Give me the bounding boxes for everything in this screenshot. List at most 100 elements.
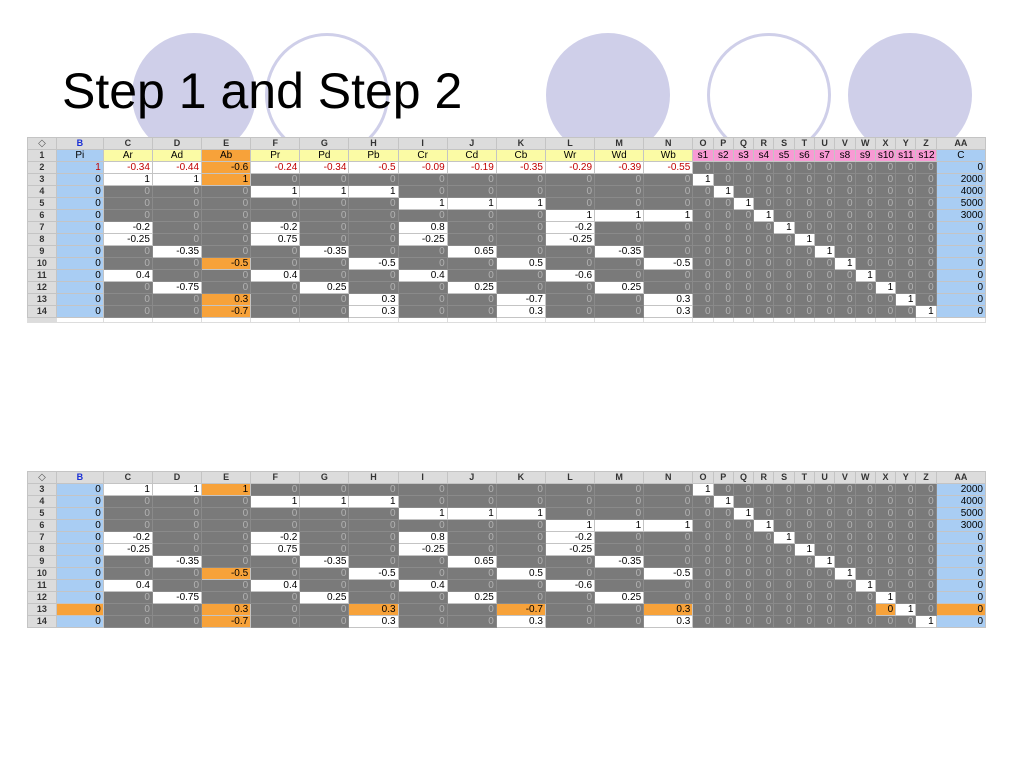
row-header[interactable]: 9 [27, 245, 57, 258]
cell-l12[interactable]: 0 [544, 591, 596, 604]
column-header-w[interactable]: W [854, 471, 876, 484]
cell-h4[interactable]: 1 [348, 185, 399, 198]
cell-p8[interactable]: 0 [712, 543, 734, 556]
cell-l4[interactable]: 0 [544, 495, 596, 508]
cell-f12[interactable]: 0 [250, 281, 301, 294]
cell-w7[interactable]: 0 [854, 531, 876, 544]
cell-o7[interactable]: 0 [692, 221, 714, 234]
cell-w8[interactable]: 0 [854, 233, 876, 246]
cell-k7[interactable]: 0 [495, 531, 546, 544]
cell-q12[interactable]: 0 [732, 591, 755, 604]
cell-w13[interactable]: 0 [854, 293, 876, 306]
column-header-u[interactable]: U [813, 137, 836, 150]
cell-r14[interactable]: 0 [753, 305, 775, 318]
cell-l12[interactable]: 0 [544, 281, 596, 294]
cell-v7[interactable]: 0 [834, 221, 856, 234]
cell-j12[interactable]: 0.25 [446, 281, 497, 294]
cell-n6[interactable]: 1 [643, 209, 694, 222]
cell-w1[interactable]: s9 [854, 149, 876, 162]
cell-h6[interactable]: 0 [348, 209, 399, 222]
cell-y13[interactable]: 1 [895, 603, 917, 616]
cell-k13[interactable]: -0.7 [495, 293, 546, 306]
cell-n9[interactable]: 0 [643, 245, 694, 258]
cell-i5[interactable]: 1 [397, 507, 448, 520]
cell-u4[interactable]: 0 [813, 185, 836, 198]
cell-h3[interactable]: 0 [348, 483, 399, 496]
cell-m9[interactable]: -0.35 [594, 245, 645, 258]
cell-h9[interactable]: 0 [348, 245, 399, 258]
column-header-j[interactable]: J [446, 471, 497, 484]
cell-g4[interactable]: 1 [299, 185, 350, 198]
cell-q4[interactable]: 0 [732, 185, 755, 198]
cell-g11[interactable]: 0 [299, 269, 350, 282]
cell-y3[interactable]: 0 [895, 483, 917, 496]
cell-e8[interactable]: 0 [201, 543, 252, 556]
cell-b10[interactable]: 0 [55, 257, 104, 270]
cell-h8[interactable]: 0 [348, 233, 399, 246]
cell-d6[interactable]: 0 [151, 519, 203, 532]
row-header[interactable]: 12 [27, 281, 57, 294]
cell-aa9[interactable]: 0 [935, 245, 987, 258]
cell-d9[interactable]: -0.35 [151, 555, 203, 568]
cell-v5[interactable]: 0 [834, 197, 856, 210]
cell-m4[interactable]: 0 [594, 185, 645, 198]
cell-u7[interactable]: 0 [813, 531, 836, 544]
row-header[interactable]: 7 [27, 531, 57, 544]
cell-p6[interactable]: 0 [712, 209, 734, 222]
cell-n7[interactable]: 0 [643, 221, 694, 234]
cell-r9[interactable]: 0 [753, 555, 775, 568]
cell-j9[interactable]: 0.65 [446, 245, 497, 258]
cell-b8[interactable]: 0 [55, 233, 104, 246]
cell-d1[interactable]: Ad [151, 149, 203, 162]
column-header-p[interactable]: P [712, 471, 734, 484]
cell-h10[interactable]: -0.5 [348, 567, 399, 580]
cell-c14[interactable]: 0 [102, 615, 153, 628]
cell-m5[interactable]: 0 [594, 197, 645, 210]
column-header-z[interactable]: Z [915, 471, 937, 484]
cell-l13[interactable]: 0 [544, 293, 596, 306]
cell-o10[interactable]: 0 [692, 567, 714, 580]
cell-f13[interactable]: 0 [250, 293, 301, 306]
cell-i12[interactable]: 0 [397, 281, 448, 294]
cell-k10[interactable]: 0.5 [495, 257, 546, 270]
cell-g4[interactable]: 1 [299, 495, 350, 508]
cell-c4[interactable]: 0 [102, 185, 153, 198]
row-header[interactable]: 14 [27, 305, 57, 318]
cell-j11[interactable]: 0 [446, 579, 497, 592]
cell-b5[interactable]: 0 [55, 197, 104, 210]
cell-w13[interactable]: 0 [854, 603, 876, 616]
column-header-b[interactable]: B [55, 137, 104, 150]
cell-aa2[interactable]: 0 [935, 161, 987, 174]
cell-e11[interactable]: 0 [201, 269, 252, 282]
cell-j13[interactable]: 0 [446, 603, 497, 616]
column-header-w[interactable]: W [854, 137, 876, 150]
cell-y8[interactable]: 0 [895, 543, 917, 556]
cell-aa12[interactable]: 0 [935, 591, 987, 604]
cell-w11[interactable]: 1 [854, 579, 876, 592]
cell-v5[interactable]: 0 [834, 507, 856, 520]
cell-n8[interactable]: 0 [643, 233, 694, 246]
cell-u6[interactable]: 0 [813, 519, 836, 532]
cell-i10[interactable]: 0 [397, 567, 448, 580]
cell-f14[interactable]: 0 [250, 305, 301, 318]
cell-z11[interactable]: 0 [915, 579, 937, 592]
cell-i13[interactable]: 0 [397, 603, 448, 616]
cell-j5[interactable]: 1 [446, 507, 497, 520]
cell-t14[interactable]: 0 [793, 305, 816, 318]
cell-e1[interactable]: Ab [201, 149, 252, 162]
cell-s12[interactable]: 0 [773, 591, 795, 604]
cell-r3[interactable]: 0 [753, 173, 775, 186]
cell-l9[interactable]: 0 [544, 245, 596, 258]
cell-p14[interactable]: 0 [712, 615, 734, 628]
cell-s5[interactable]: 0 [773, 507, 795, 520]
cell-q11[interactable]: 0 [732, 579, 755, 592]
row-header[interactable]: 1 [27, 149, 57, 162]
cell-u5[interactable]: 0 [813, 197, 836, 210]
cell-v10[interactable]: 1 [834, 567, 856, 580]
cell-p2[interactable]: 0 [712, 161, 734, 174]
cell-q5[interactable]: 1 [732, 197, 755, 210]
cell-aa11[interactable]: 0 [935, 579, 987, 592]
cell-s2[interactable]: 0 [773, 161, 795, 174]
cell-s13[interactable]: 0 [773, 293, 795, 306]
cell-q6[interactable]: 0 [732, 209, 755, 222]
